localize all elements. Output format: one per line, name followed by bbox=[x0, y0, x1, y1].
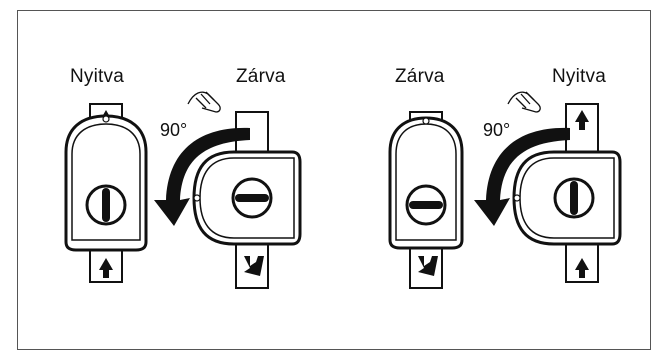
up-arrow-icon bbox=[575, 258, 589, 278]
left-closed-lock bbox=[192, 111, 302, 289]
diagonal-arrow-icon bbox=[244, 256, 264, 276]
up-arrow-icon bbox=[575, 110, 589, 130]
right-open-lock bbox=[512, 103, 622, 283]
hand-icon bbox=[507, 91, 541, 113]
left-closed-label: Zárva bbox=[236, 66, 286, 87]
diagonal-arrow-icon bbox=[418, 256, 438, 276]
left-open-label: Nyitva bbox=[70, 66, 124, 87]
lock-icon bbox=[405, 184, 447, 226]
up-arrow-icon bbox=[99, 258, 113, 278]
hand-icon bbox=[187, 91, 221, 113]
right-closed-label: Zárva bbox=[395, 66, 445, 87]
lock-icon bbox=[85, 184, 127, 226]
lock-icon bbox=[231, 177, 273, 219]
right-closed-lock bbox=[388, 111, 464, 289]
lock-icon bbox=[553, 177, 595, 219]
left-angle-label: 90° bbox=[160, 120, 188, 140]
lock-diagram-art bbox=[64, 91, 622, 289]
left-open-lock bbox=[64, 103, 148, 283]
right-angle-label: 90° bbox=[483, 120, 511, 140]
right-open-label: Nyitva bbox=[552, 66, 606, 87]
rotation-arrow-icon bbox=[474, 127, 570, 226]
rotation-arrow-icon bbox=[154, 127, 250, 226]
